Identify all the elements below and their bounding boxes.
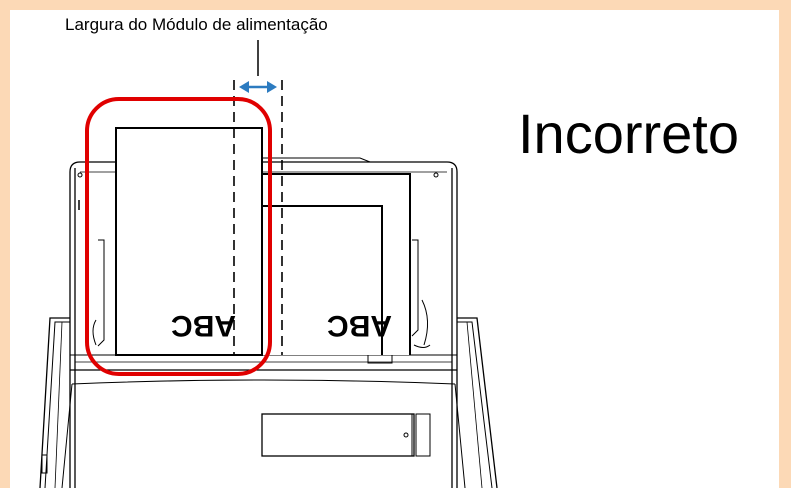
paper-letters-front: ABC [171, 309, 236, 342]
feed-module-width-guides [233, 80, 283, 355]
feed-module-width-caption: Largura do Módulo de alimentação [65, 15, 328, 34]
paper-chute [69, 161, 458, 488]
paper-sheet-back [251, 173, 411, 355]
left-panel [39, 317, 70, 488]
right-panel [457, 317, 498, 488]
paper-letters-back: ABC [327, 309, 392, 342]
right-side-guide [411, 239, 419, 337]
left-side-guide [97, 239, 105, 347]
front-window [261, 413, 415, 457]
paper-sheet-front [115, 127, 263, 356]
incorrect-highlight [85, 97, 272, 376]
width-arrow-icon [239, 81, 277, 93]
incorrect-label: Incorreto [518, 102, 739, 165]
